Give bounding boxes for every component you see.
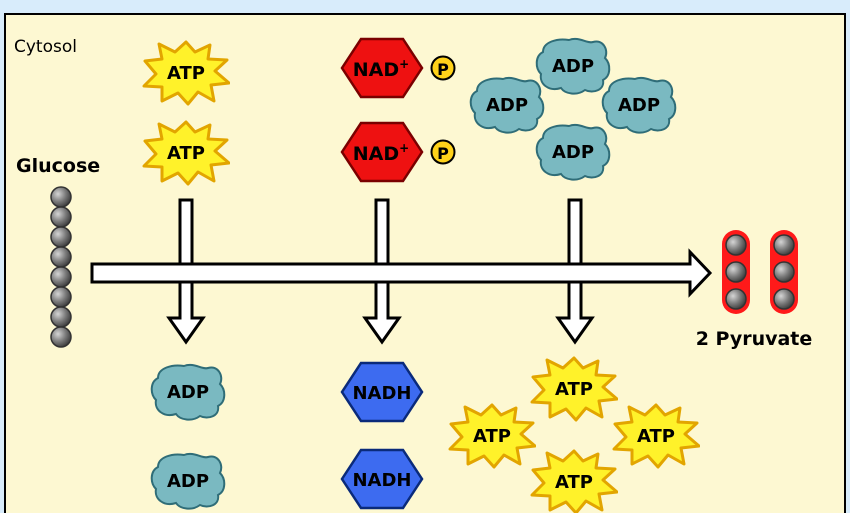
pyruvate-label: 2 Pyruvate [696,328,813,350]
svg-text:ADP: ADP [486,95,528,116]
adp-input-molecule: ADP [535,37,611,95]
adp-output-molecule: ADP [150,363,226,421]
atp-output-molecule: ATP [530,449,618,513]
main-arrow-crossing-fill [94,265,688,281]
svg-text:ATP: ATP [473,426,511,447]
svg-text:ATP: ATP [637,426,675,447]
glucose-chain [50,186,72,348]
svg-text:NADH: NADH [352,383,411,404]
svg-text:NADH: NADH [352,470,411,491]
atp-output-molecule: ATP [448,403,536,469]
phosphate-icon: P [437,60,449,79]
svg-text:ATP: ATP [167,143,205,164]
pyruvate-molecule [722,230,750,314]
adp-input-molecule: ADP [469,76,545,134]
svg-text:ADP: ADP [618,95,660,116]
nadh-output-molecule: NADH [340,448,424,510]
glucose-label: Glucose [16,155,100,177]
nadh-output-molecule: NADH [340,361,424,423]
svg-text:ADP: ADP [167,382,209,403]
nad-input-molecule: NAD+ P [340,121,456,183]
svg-text:ATP: ATP [167,63,205,84]
nad-input-molecule: NAD+ P [340,37,456,99]
svg-text:NAD+: NAD+ [353,57,409,81]
svg-text:ADP: ADP [552,56,594,77]
atp-input-molecule: ATP [142,40,230,106]
svg-text:ATP: ATP [555,379,593,400]
adp-input-molecule: ADP [601,76,677,134]
cytosol-label: Cytosol [14,37,77,57]
atp-output-molecule: ATP [530,356,618,422]
svg-text:ATP: ATP [555,472,593,493]
svg-text:ADP: ADP [552,142,594,163]
phosphate-icon: P [437,144,449,163]
adp-input-molecule: ADP [535,123,611,181]
svg-text:NAD+: NAD+ [353,141,409,165]
pyruvate-molecule [770,230,798,314]
adp-output-molecule: ADP [150,452,226,510]
atp-output-molecule: ATP [612,403,700,469]
atp-input-molecule: ATP [142,120,230,186]
svg-text:ADP: ADP [167,471,209,492]
